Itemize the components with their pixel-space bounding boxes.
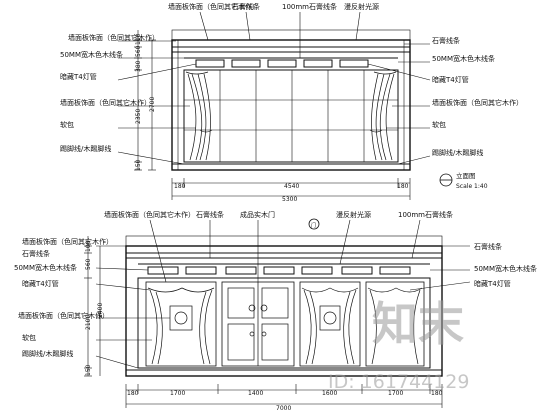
bottom-label-top-3: 成品实木门 — [240, 210, 275, 219]
bottom-label-left-3: 50MM宽木色木线条 — [14, 263, 77, 272]
bottom-elevation — [84, 218, 471, 408]
top-label-top-1: 墙面板饰面（色同其它木作） — [168, 2, 259, 11]
top-leaders-left — [117, 40, 197, 165]
bottom-label-top-2: 石膏线条 — [196, 210, 224, 219]
bottom-dim-h-6: 180 — [431, 390, 443, 397]
top-curtain-left — [185, 71, 213, 161]
top-label-left-4: 墙面板饰面（色同其它木作） — [60, 98, 151, 107]
top-scale-title: 立面图 — [456, 171, 476, 180]
bottom-dim-v-2: 560 — [85, 258, 92, 270]
top-label-right-2: 50MM宽木色木线条 — [432, 54, 495, 63]
top-dims-vertical — [134, 30, 156, 171]
bottom-dim-v-5: 150 — [85, 364, 92, 376]
bottom-label-left-6: 软包 — [22, 333, 36, 342]
top-label-left-2: 50MM宽木色木线条 — [60, 50, 123, 59]
top-label-top-3: 100mm石膏线条 — [282, 2, 337, 11]
top-wall-panel-grid — [184, 70, 398, 162]
bottom-label-top-5: 漫反射光源 — [336, 210, 371, 219]
top-elevation — [117, 11, 453, 200]
bottom-label-right-2: 50MM宽木色木线条 — [474, 264, 537, 273]
top-label-left-6: 踢脚线/木踢脚线 — [60, 144, 111, 153]
bottom-label-right-3: 暗藏T4灯管 — [474, 279, 511, 288]
top-label-right-5: 软包 — [432, 120, 446, 129]
top-label-right-1: 石膏线条 — [432, 36, 460, 45]
bottom-dim-h-2: 1700 — [170, 390, 185, 397]
top-label-left-5: 软包 — [60, 120, 74, 129]
bottom-curtain-far-right — [367, 287, 423, 365]
bottom-dimension-text: 100 560 2100 2400 150 180 1700 1400 1600… — [85, 240, 443, 412]
bottom-dim-v-3: 2100 — [85, 315, 92, 330]
top-label-left-1: 墙面板饰面（色同其它木作） — [68, 33, 159, 42]
bottom-label-left-1: 墙面板饰面（色同其它木作） — [22, 237, 113, 246]
bottom-label-top-1: 墙面板饰面（色同其它木作） — [104, 210, 195, 219]
top-dim-v-3: 380 — [135, 60, 142, 72]
top-curtain-right — [369, 71, 397, 161]
top-dim-v-1: 100 — [135, 33, 142, 45]
bottom-elevation-labels: 墙面板饰面（色同其它木作） 石膏线条 50MM宽木色木线条 暗藏T4灯管 墙面板… — [14, 210, 537, 358]
bottom-dims-horizontal — [125, 384, 443, 408]
top-leaders-top — [199, 11, 361, 58]
top-dim-h-2: 4540 — [284, 183, 299, 190]
top-dim-v-5: 2700 — [149, 97, 156, 112]
watermark: 知末 ID: 161744129 — [328, 297, 469, 393]
bottom-cornice-panels — [147, 266, 411, 275]
bottom-label-left-5: 墙面板饰面（色同其它木作） — [18, 311, 109, 320]
top-label-right-3: 暗藏T4灯管 — [432, 75, 469, 84]
top-dim-h-3: 180 — [397, 183, 409, 190]
bottom-label-left-4: 暗藏T4灯管 — [22, 279, 59, 288]
top-dim-v-6: 150 — [135, 159, 142, 171]
bottom-leaders — [95, 218, 471, 369]
top-dim-v-4: 2350 — [135, 109, 142, 124]
bottom-double-door — [227, 282, 289, 366]
bottom-dim-h-1: 180 — [127, 390, 139, 397]
bottom-label-top-4: 门 — [311, 222, 316, 229]
bottom-dim-v-1: 100 — [85, 240, 92, 252]
watermark-id: ID: 161744129 — [328, 371, 469, 393]
top-label-right-4: 墙面板饰面（色同其它木作） — [432, 98, 523, 107]
bottom-label-top-6: 100mm石膏线条 — [398, 210, 453, 219]
bottom-dim-total: 7000 — [276, 405, 291, 412]
top-label-top-2: 石膏线条 — [232, 2, 260, 11]
bottom-label-right-1: 石膏线条 — [474, 242, 502, 251]
bottom-curtain-left — [147, 287, 215, 365]
top-dims-horizontal — [171, 178, 411, 200]
top-leaders-right — [367, 43, 431, 165]
top-label-left-3: 暗藏T4灯管 — [60, 72, 97, 81]
top-cornice-panels — [195, 59, 369, 68]
bottom-dims-vertical — [84, 236, 101, 377]
top-dim-total: 5300 — [282, 196, 297, 203]
top-dimension-text: 100 560 380 2350 2700 150 180 4540 180 5… — [135, 33, 488, 203]
top-label-right-6: 踢脚线/木踢脚线 — [432, 148, 483, 157]
bottom-curtain-right — [301, 287, 359, 365]
bottom-dim-h-4: 1600 — [322, 390, 337, 397]
bottom-dim-h-3: 1400 — [248, 390, 263, 397]
bottom-label-left-7: 踢脚线/木踢脚线 — [22, 349, 73, 358]
watermark-logo: 知末 — [372, 297, 464, 351]
bottom-dim-v-4: 2400 — [97, 303, 104, 318]
top-scale-text: Scale 1:40 — [456, 183, 488, 190]
top-elevation-labels: 墙面板饰面（色同其它木作） 50MM宽木色木线条 暗藏T4灯管 墙面板饰面（色同… — [60, 2, 523, 157]
bottom-label-left-2: 石膏线条 — [22, 249, 50, 258]
bottom-dim-h-5: 1700 — [388, 390, 403, 397]
top-label-top-4: 漫反射光源 — [344, 2, 379, 11]
top-dim-h-1: 180 — [174, 183, 186, 190]
top-dim-v-2: 560 — [135, 45, 142, 57]
